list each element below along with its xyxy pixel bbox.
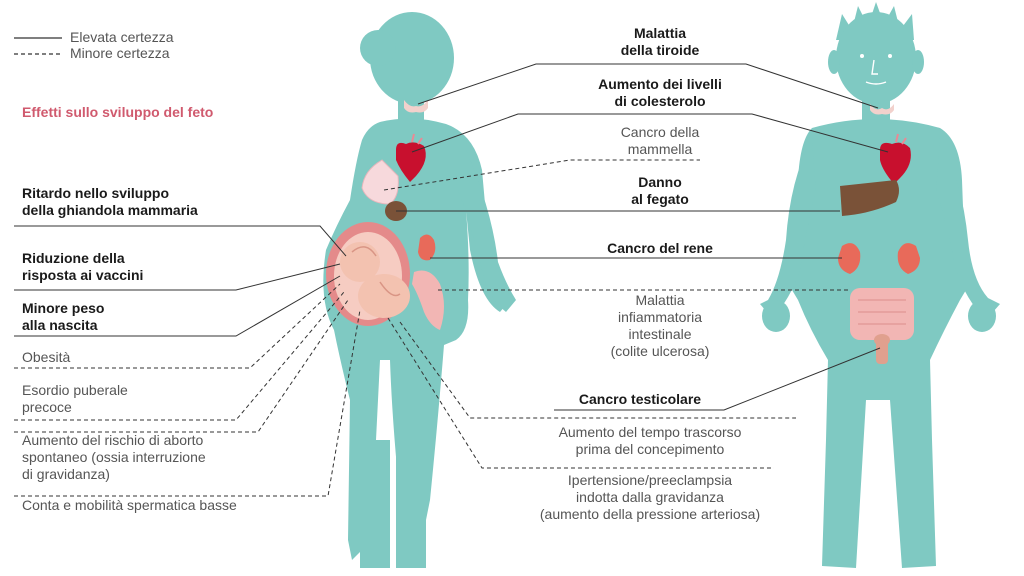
woman-heart-icon [396, 133, 426, 182]
connector-breast [383, 159, 700, 191]
man-bowel-icon [850, 288, 914, 340]
connector-abortion [14, 299, 349, 433]
man-thyroid-icon [870, 104, 894, 115]
fetus-icon [340, 242, 410, 318]
connector-conception [399, 321, 796, 419]
man-liver-icon [840, 180, 899, 216]
connector-obesity [14, 283, 341, 369]
man-heart-icon [880, 133, 911, 184]
woman-bowel-icon [412, 270, 444, 330]
woman-breast-icon [361, 159, 399, 205]
man-kidneys-icon [838, 243, 920, 274]
label-testicular: Cancro testicolare [578, 391, 702, 407]
connector-thyroid [417, 63, 879, 109]
label-sperm: Conta e mobilità spermatica basse [22, 497, 237, 513]
connector-cholesterol [411, 113, 889, 153]
connector-mammary [14, 225, 347, 257]
fetus-effects-title: Effetti sullo sviluppo del feto [22, 104, 214, 120]
legend-dashed-label: Minore certezza [70, 45, 170, 61]
connector-puberty [14, 291, 345, 421]
connector-vaccines [14, 263, 341, 291]
woman-thyroid-icon [404, 100, 428, 113]
woman-kidney-icon [418, 234, 436, 261]
connector-hypertension [387, 317, 774, 469]
legend-solid-label: Elevata certezza [70, 29, 174, 45]
man-testis-icon [874, 334, 890, 364]
connector-birth-weight [14, 275, 341, 337]
label-kidney: Cancro del rene [607, 240, 713, 256]
connector-testicular [554, 347, 881, 411]
label-obesity: Obesità [22, 349, 71, 365]
